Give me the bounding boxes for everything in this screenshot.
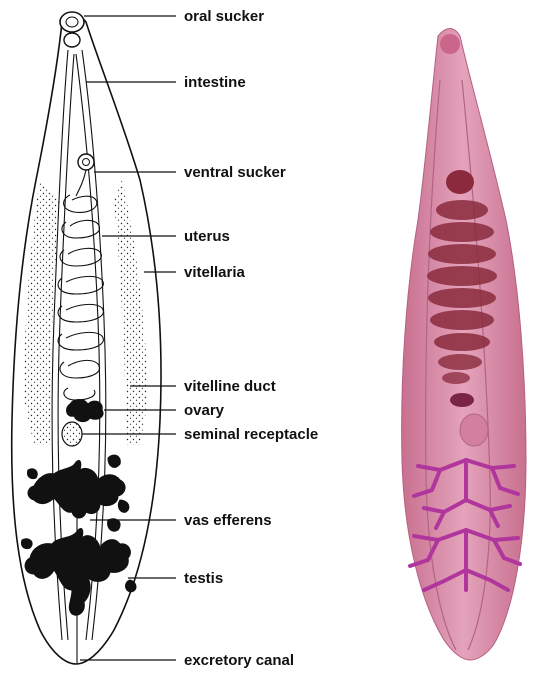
label-testis: testis xyxy=(184,570,223,587)
specimen-photo xyxy=(402,29,526,661)
label-vas-efferens: vas efferens xyxy=(184,512,272,529)
label-vitellaria: vitellaria xyxy=(184,264,246,281)
label-uterus: uterus xyxy=(184,228,230,245)
label-ventral-sucker: ventral sucker xyxy=(184,164,286,181)
label-intestine: intestine xyxy=(184,74,246,91)
labels: oral sucker intestine ventral sucker ute… xyxy=(184,8,318,669)
label-oral-sucker: oral sucker xyxy=(184,8,264,25)
ventral-sucker-shape xyxy=(78,154,94,170)
drawing-fluke xyxy=(12,12,161,664)
label-seminal-receptacle: seminal receptacle xyxy=(184,426,318,443)
pharynx-shape xyxy=(64,33,80,47)
oral-sucker-shape xyxy=(60,12,84,32)
label-vitelline-duct: vitelline duct xyxy=(184,378,276,395)
label-excretory-canal: excretory canal xyxy=(184,652,294,669)
seminal-receptacle-shape xyxy=(62,422,82,446)
label-ovary: ovary xyxy=(184,402,225,419)
